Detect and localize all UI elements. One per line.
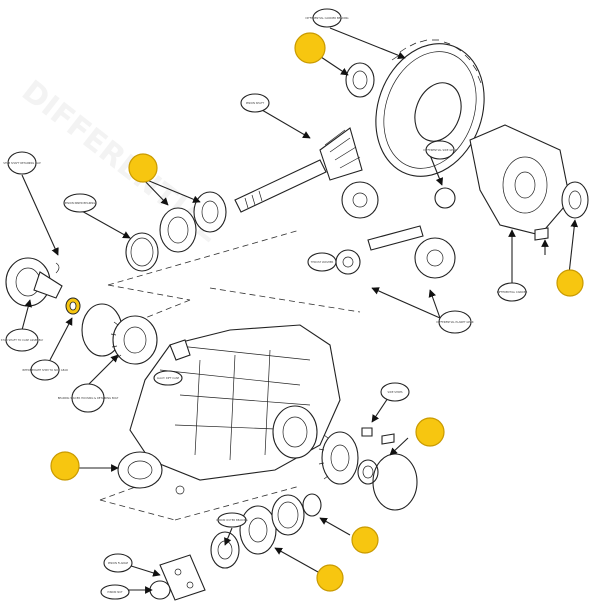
callout-6: INTERMEDIATE SHIM TO SIDE GEAR: [22, 359, 68, 381]
callout-2: PINION SHAFT: [240, 93, 270, 113]
svg-text:ALLOY DIFF CASE: ALLOY DIFF CASE: [157, 376, 180, 380]
differential-gears: [335, 181, 456, 279]
svg-text:PINION SHAFT: PINION SHAFT: [246, 101, 265, 105]
svg-text:THRUST WASHER: THRUST WASHER: [311, 260, 334, 264]
alloy-diff-housing: [117, 324, 341, 495]
svg-text:STUB SHAFT TO CASE ASSEMBLY: STUB SHAFT TO CASE ASSEMBLY: [1, 338, 44, 342]
left-stub-shaft: [5, 257, 63, 307]
pinion-flange-stack: [149, 493, 322, 601]
pinion-bearing-stack: [125, 191, 227, 272]
svg-text:PINION OUTER BEARING: PINION OUTER BEARING: [216, 518, 247, 522]
differential-carrier: [469, 124, 589, 241]
callout-16: PINION NUT: [100, 584, 130, 600]
callout-4: STUB SHAFT RETAINING CLIP: [3, 151, 41, 175]
callout-labels: DIFFERENTIAL CARRIER BEARING PINION SHAF…: [1, 8, 528, 600]
callout-3: PINION INNER BEARING: [63, 193, 97, 213]
callout-10: THRUST WASHER: [307, 252, 337, 272]
svg-text:DIFFERENTIAL CARRIER BEARING: DIFFERENTIAL CARRIER BEARING: [305, 16, 348, 20]
svg-text:PINION INNER BEARING: PINION INNER BEARING: [65, 201, 95, 205]
svg-text:INTERMEDIATE SHIM TO SIDE GEAR: INTERMEDIATE SHIM TO SIDE GEAR: [22, 368, 68, 372]
crownwheel: [375, 39, 485, 177]
svg-text:DIFFERENTIAL SIDE GEAR: DIFFERENTIAL SIDE GEAR: [423, 148, 456, 152]
callout-11: DIFFERENTIAL PLANET GEAR: [436, 310, 474, 334]
svg-text:PINION FLANGE: PINION FLANGE: [108, 561, 129, 565]
callout-5: STUB SHAFT TO CASE ASSEMBLY: [1, 328, 44, 352]
svg-text:DIFFERENTIAL CARRIER: DIFFERENTIAL CARRIER: [497, 290, 528, 294]
left-side-gear: [110, 315, 158, 365]
pinion-shaft: [234, 127, 363, 213]
dashed-guides: [99, 229, 361, 521]
callout-13: ALLOY DIFF CASE: [153, 370, 183, 386]
svg-text:SIDE SHIMS: SIDE SHIMS: [387, 390, 402, 394]
callout-9: DIFFERENTIAL CARRIER: [497, 282, 528, 302]
callout-12: SIDE SHIMS: [380, 382, 410, 402]
highlight-markers: [50, 32, 584, 592]
callout-1: DIFFERENTIAL CARRIER BEARING: [305, 8, 349, 28]
callout-15: PINION FLANGE: [103, 553, 133, 573]
svg-text:STUB SHAFT RETAINING CLIP: STUB SHAFT RETAINING CLIP: [3, 161, 41, 165]
callout-8: DIFFERENTIAL SIDE GEAR: [423, 140, 457, 160]
crownwheel-bearing-top: [345, 62, 375, 98]
right-side-assembly: [318, 427, 418, 511]
svg-text:PINION NUT: PINION NUT: [107, 590, 123, 594]
svg-text:DIFFERENTIAL PLANET GEAR: DIFFERENTIAL PLANET GEAR: [436, 320, 473, 324]
callout-7: BEARING SPACER HOUSING & RETAINING BOLT: [58, 383, 119, 413]
svg-text:BEARING SPACER HOUSING & RETAI: BEARING SPACER HOUSING & RETAINING BOLT: [58, 396, 119, 400]
callout-14: PINION OUTER BEARING: [216, 512, 248, 528]
